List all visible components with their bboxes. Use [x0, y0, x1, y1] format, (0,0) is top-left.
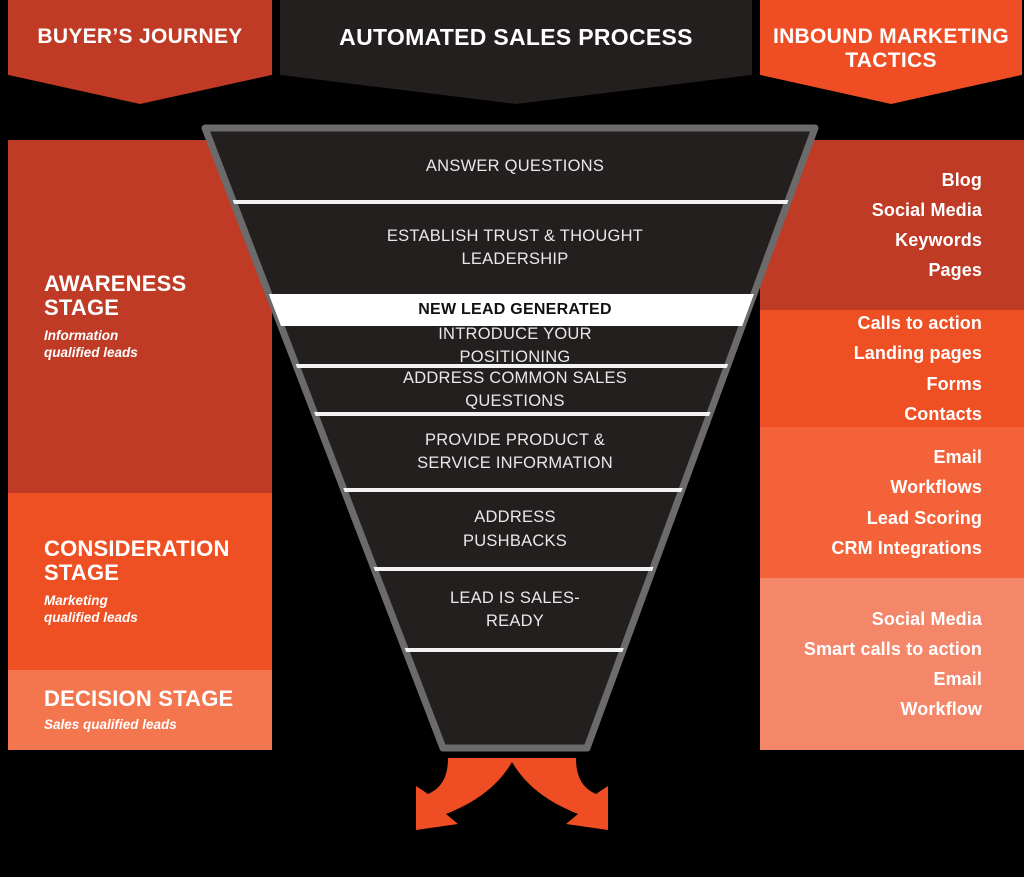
split-arrow-icon [408, 758, 616, 844]
stage-subtitle-decision: Sales qualified leads [44, 716, 177, 732]
split-arrow-shape [416, 758, 608, 830]
buyers-journey-column: AWARENESS STAGE Information qualified le… [8, 140, 272, 750]
tactic-item: Smart calls to action [803, 638, 982, 659]
tactic-item: Workflow [900, 699, 982, 720]
stage-band-decision: DECISION STAGE Sales qualified leads [8, 670, 272, 750]
tactic-item: Lead Scoring [866, 507, 982, 528]
split-arrow-path [416, 758, 608, 830]
stage-band-consideration: CONSIDERATION STAGE Marketing qualified … [8, 493, 272, 670]
tactic-item: Social Media [871, 608, 982, 629]
stage-subtitle-awareness: Information qualified leads [44, 328, 138, 360]
banner-automated-sales-process-label: AUTOMATED SALES PROCESS [339, 24, 693, 50]
tactic-item: Email [933, 669, 982, 689]
stage-subtitle-consideration: Marketing qualified leads [44, 593, 138, 625]
tactic-group-awareness-top: Blog Social Media Keywords Pages [760, 140, 1024, 310]
tactic-item: Keywords [895, 230, 982, 250]
funnel-divider [205, 488, 815, 492]
banner-inbound-marketing-tactics-label: INBOUND MARKETING TACTICS [772, 25, 1010, 72]
funnel-divider [205, 200, 815, 204]
stage-band-awareness: AWARENESS STAGE Information qualified le… [8, 140, 272, 493]
funnel-divider [205, 364, 815, 368]
funnel-highlight-band [205, 294, 815, 326]
stage-title-awareness: AWARENESS STAGE [44, 270, 187, 320]
funnel-body [201, 124, 819, 752]
tactic-item: Social Media [871, 199, 982, 220]
banner-automated-sales-process: AUTOMATED SALES PROCESS [280, 0, 752, 104]
tactic-group-consideration: Email Workflows Lead Scoring CRM Integra… [760, 427, 1024, 578]
stage-title-consideration: CONSIDERATION STAGE [44, 535, 230, 585]
tactic-item: Contacts [904, 403, 982, 424]
sales-funnel: ANSWER QUESTIONS ESTABLISH TRUST & THOUG… [195, 120, 835, 760]
funnel-dividers [205, 200, 815, 652]
inbound-tactics-column: Blog Social Media Keywords Pages Calls t… [760, 140, 1024, 750]
tactic-item: Landing pages [853, 343, 982, 364]
funnel-shape [201, 124, 819, 752]
tactic-item: Forms [926, 373, 982, 394]
funnel-divider [205, 567, 815, 571]
banner-buyers-journey-label: BUYER’S JOURNEY [37, 25, 243, 48]
tactic-item: Calls to action [857, 313, 982, 334]
tactic-item: Pages [928, 260, 982, 281]
funnel-divider [205, 648, 815, 652]
stage-title-decision: DECISION STAGE [44, 685, 234, 711]
banner-inbound-marketing-tactics: INBOUND MARKETING TACTICS [760, 0, 1022, 104]
tactic-group-awareness-bottom: Calls to action Landing pages Forms Cont… [760, 310, 1024, 427]
tactic-item: Blog [941, 169, 982, 190]
tactic-item: CRM Integrations [831, 537, 982, 558]
banner-buyers-journey: BUYER’S JOURNEY [8, 0, 272, 104]
tactic-item: Email [933, 447, 982, 468]
funnel-divider [205, 412, 815, 416]
tactic-group-decision: Social Media Smart calls to action Email… [760, 578, 1024, 750]
tactic-item: Workflows [890, 477, 982, 498]
